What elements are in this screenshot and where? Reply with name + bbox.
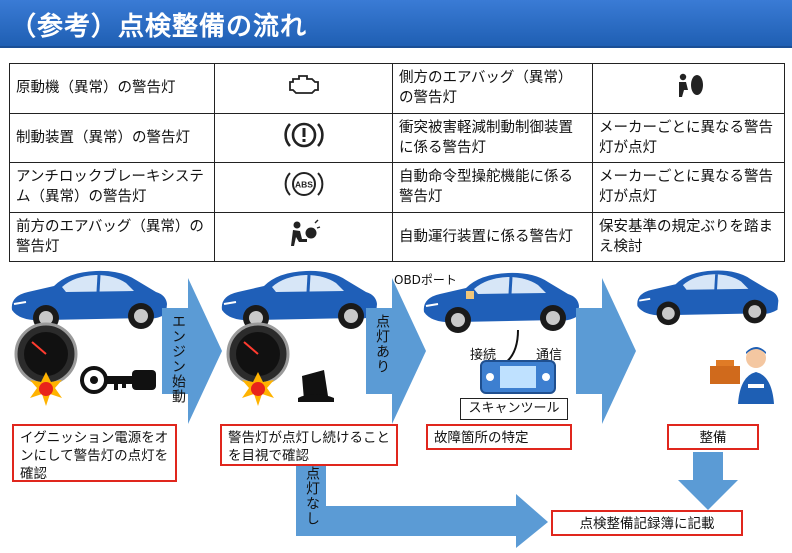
arrow-to-repair: [576, 278, 636, 424]
arrow-lamp-off: [296, 460, 548, 548]
communicate-label: 通信: [536, 348, 563, 363]
step-box-ignition: イグニッション電源をオンにして警告灯の点灯を確認: [12, 424, 177, 482]
scan-tool-icon: [480, 360, 556, 394]
scan-tool-label: スキャンツール: [460, 398, 568, 420]
step-text: 整備: [699, 430, 727, 446]
arrow-label: 点灯なし: [304, 466, 320, 526]
engine-warning-icon: [214, 63, 393, 114]
arrow-down: [678, 452, 738, 510]
table-cell: 制動装置（異常）の警告灯: [9, 112, 215, 163]
arrow-lamp-on: [366, 278, 426, 424]
table-cell: アンチロックブレーキシステム（異常）の警告灯: [9, 162, 215, 213]
front-airbag-icon: [214, 211, 393, 262]
side-airbag-icon: [592, 63, 785, 114]
obd-port-label: OBDポート: [394, 273, 457, 287]
obd-port-marker: [466, 291, 474, 299]
table-cell: 衝突被害軽減制動制御装置に係る警告灯: [392, 112, 593, 163]
gauge-warning-icon: [226, 322, 290, 406]
step-text: 警告灯が点灯し続けることを目視で確認: [228, 430, 390, 464]
table-cell: 自動命令型操舵機能に係る警告灯: [392, 162, 593, 213]
table-cell: 保安基準の規定ぶりを踏まえ検討: [592, 211, 785, 262]
page-title: （参考）点検整備の流れ: [10, 12, 308, 42]
brake-warning-icon: [214, 112, 393, 163]
table-cell: 側方のエアバッグ（異常）の警告灯: [392, 63, 593, 114]
table-row: 制動装置（異常）の警告灯 衝突被害軽減制動制御装置に係る警告灯 メーカーごとに異…: [9, 112, 785, 163]
step-text: 点検整備記録簿に記載: [579, 516, 715, 532]
key-icon: [80, 366, 156, 394]
gauge-warning-icon: [14, 322, 78, 406]
step-box-record: 点検整備記録簿に記載: [551, 510, 743, 536]
eye-inspection-icon: [298, 370, 334, 402]
step-box-fault-identification: 故障箇所の特定: [426, 424, 572, 450]
table-row: アンチロックブレーキシステム（異常）の警告灯 ABS 自動命令型操舵機能に係る警…: [9, 162, 785, 213]
step-text: 故障箇所の特定: [434, 430, 529, 446]
title-bar: （参考）点検整備の流れ: [0, 0, 792, 48]
table-cell: メーカーごとに異なる警告灯が点灯: [592, 162, 785, 213]
arrow-label: エンジン始動: [170, 314, 186, 404]
table-cell: 自動運行装置に係る警告灯: [392, 211, 593, 262]
connect-label: 接続: [470, 348, 497, 363]
table-row: 前方のエアバッグ（異常）の警告灯 自動運行装置に係る警告灯 保安基準の規定ぶりを…: [9, 211, 785, 262]
mechanic-icon: [710, 347, 774, 404]
arrow-label: 点灯あり: [374, 314, 390, 374]
table-cell: 原動機（異常）の警告灯: [9, 63, 215, 114]
table-cell: メーカーごとに異なる警告灯が点灯: [592, 112, 785, 163]
step-box-repair: 整備: [667, 424, 759, 450]
abs-warning-icon: ABS: [214, 162, 393, 213]
step-text: イグニッション電源をオンにして警告灯の点灯を確認: [20, 430, 169, 482]
abs-label: ABS: [295, 180, 313, 190]
warning-lamp-table: 原動機（異常）の警告灯 側方のエアバッグ（異常）の警告灯 制動装置（異常）の警告…: [9, 63, 785, 262]
table-row: 原動機（異常）の警告灯 側方のエアバッグ（異常）の警告灯: [9, 63, 785, 114]
table-cell: 前方のエアバッグ（異常）の警告灯: [9, 211, 215, 262]
step-box-visual-check: 警告灯が点灯し続けることを目視で確認: [220, 424, 398, 466]
arrow-engine-start: [162, 278, 222, 424]
car-image: [635, 269, 780, 327]
